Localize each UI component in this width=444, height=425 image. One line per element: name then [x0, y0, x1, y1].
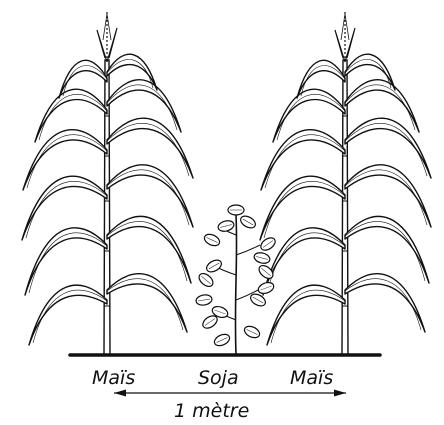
arrow-head-right	[334, 390, 346, 397]
leaf	[107, 274, 187, 332]
distance-label: 1 mètre	[174, 402, 249, 421]
leaf	[107, 216, 191, 283]
leaf	[345, 216, 429, 283]
right-plant-label: Maïs	[290, 369, 333, 388]
center-plant-label: Soja	[198, 369, 239, 388]
spike	[335, 30, 345, 62]
corn-plant-icon	[260, 12, 431, 354]
spike	[107, 28, 117, 62]
spike	[345, 28, 355, 62]
distance-arrow	[114, 390, 346, 397]
leaf	[345, 274, 425, 332]
corn-plant-icon	[22, 12, 193, 354]
stem	[235, 215, 236, 354]
arrow-head-left	[114, 390, 126, 397]
spike	[97, 30, 107, 62]
left-plant-label: Maïs	[92, 369, 135, 388]
